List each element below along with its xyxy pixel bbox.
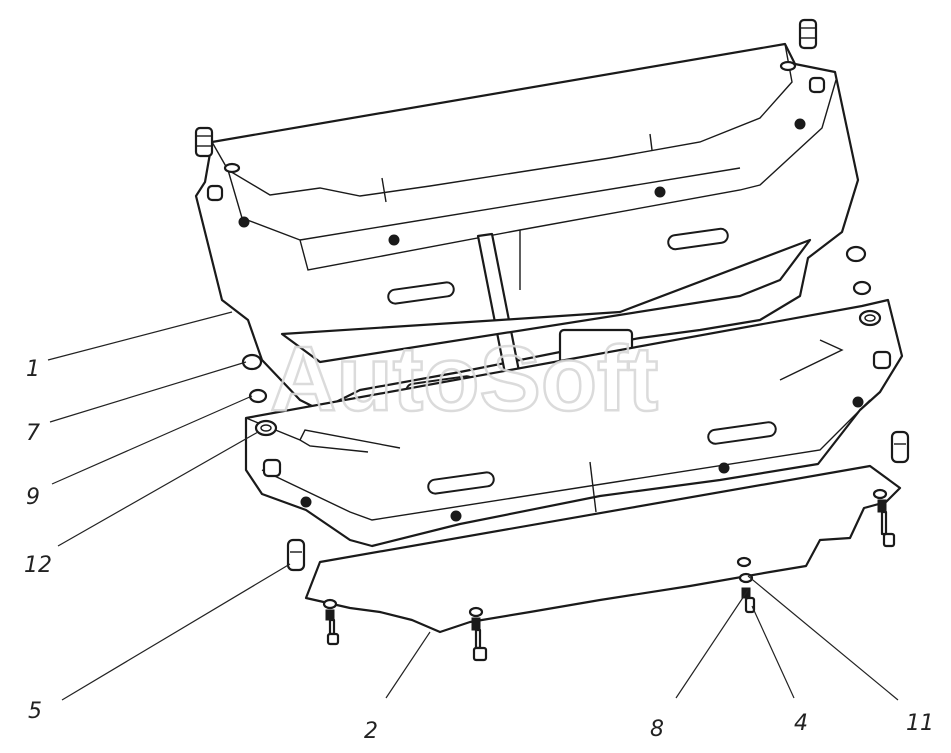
callout-5: 5	[28, 699, 42, 724]
callout-11: 11	[906, 711, 934, 736]
right-side-fasteners	[845, 245, 882, 327]
top-right-nut-stack	[779, 18, 818, 72]
callout-8: 8	[650, 717, 664, 742]
bolt-left	[286, 538, 306, 572]
callout-labels: 1 7 9 12 5 2 8 4 11	[24, 357, 934, 744]
skid-bolt-1	[322, 598, 340, 646]
bolt-right	[890, 430, 910, 464]
callout-2: 2	[364, 719, 378, 744]
leader-lines	[47, 311, 899, 701]
callout-7: 7	[26, 421, 40, 446]
left-side-fasteners	[241, 353, 278, 437]
skid-bolt-4	[872, 488, 896, 548]
callout-4: 4	[794, 711, 808, 736]
callout-1: 1	[26, 357, 40, 382]
skid-bolt-2	[468, 606, 488, 662]
callout-12: 12	[24, 553, 52, 578]
top-left-nut-stack	[194, 126, 241, 174]
autosoft-watermark: AutoSoft	[270, 328, 658, 430]
callout-9: 9	[26, 485, 40, 510]
